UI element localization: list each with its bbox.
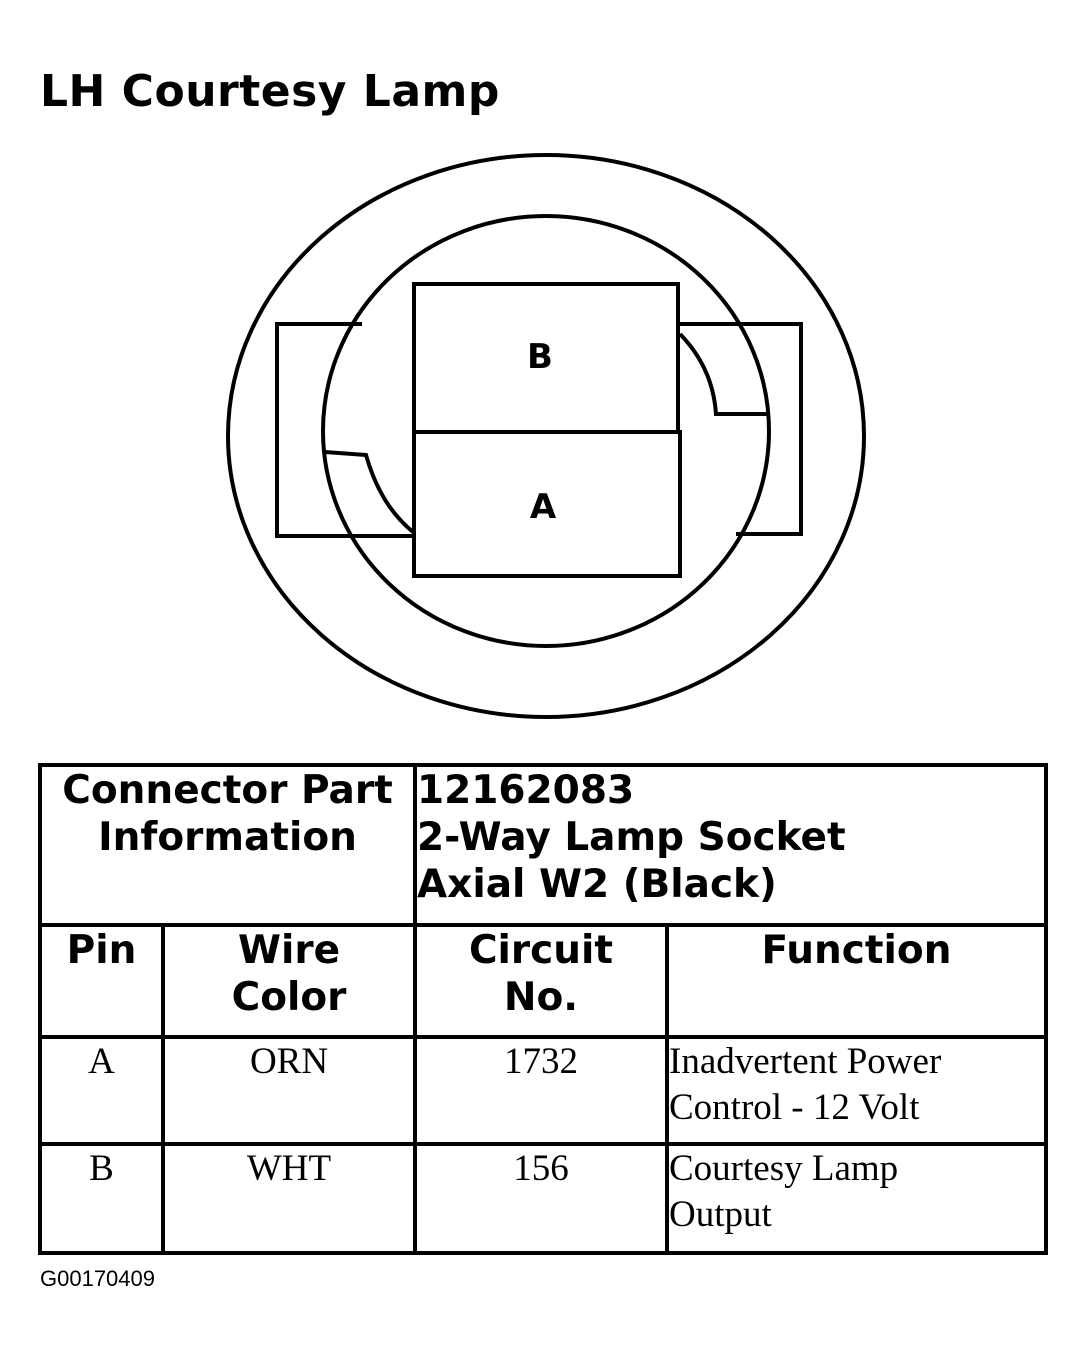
terminal-cavity-b (412, 282, 680, 434)
table-row: A ORN 1732 Inadvertent Power Control - 1… (38, 1035, 1049, 1146)
socket-description: •2-Way Lamp Socket (417, 815, 846, 860)
col-header-pin: Pin (38, 923, 165, 1039)
outer-housing (226, 153, 866, 719)
pin-cell: B (38, 1142, 165, 1255)
col-header-circuit: Circuit No. (413, 923, 669, 1039)
page-title: LH Courtesy Lamp (40, 66, 500, 117)
left-tab (275, 322, 413, 538)
terminal-cavity-a (412, 430, 682, 578)
connector-face-diagram: B A (226, 153, 866, 719)
part-info-label: Connector Part Information (38, 763, 417, 927)
function-cell: Inadvertent Power Control - 12 Volt (664, 1035, 1049, 1146)
part-info-value: •12162083 •2-Way Lamp Socket Axial W2 (B… (412, 763, 1049, 927)
pin-cell: A (38, 1035, 165, 1146)
col-header-function: Function (664, 923, 1049, 1039)
col-header-wire-color: Wire Color (161, 923, 417, 1039)
part-info-row: Connector Part Information •12162083 •2-… (38, 763, 1049, 927)
header-row: Pin Wire Color Circuit No. Function (38, 923, 1049, 1039)
inner-ring (321, 214, 771, 648)
part-number: •12162083 (417, 768, 635, 813)
circuit-cell: 156 (413, 1142, 669, 1255)
function-cell: Courtesy Lamp Output (664, 1142, 1049, 1255)
right-latch (678, 332, 769, 416)
left-latch (324, 450, 415, 534)
wire-color-cell: ORN (161, 1035, 417, 1146)
table-row: B WHT 156 Courtesy Lamp Output (38, 1142, 1049, 1255)
circuit-cell: 1732 (413, 1035, 669, 1146)
socket-description-cont: Axial W2 (Black) (417, 862, 777, 907)
pin-label-b: B (527, 337, 553, 377)
wire-color-cell: WHT (161, 1142, 417, 1255)
figure-id: G00170409 (40, 1266, 155, 1291)
pin-label-a: A (530, 487, 557, 527)
connector-table: Connector Part Information •12162083 •2-… (38, 763, 1049, 1255)
